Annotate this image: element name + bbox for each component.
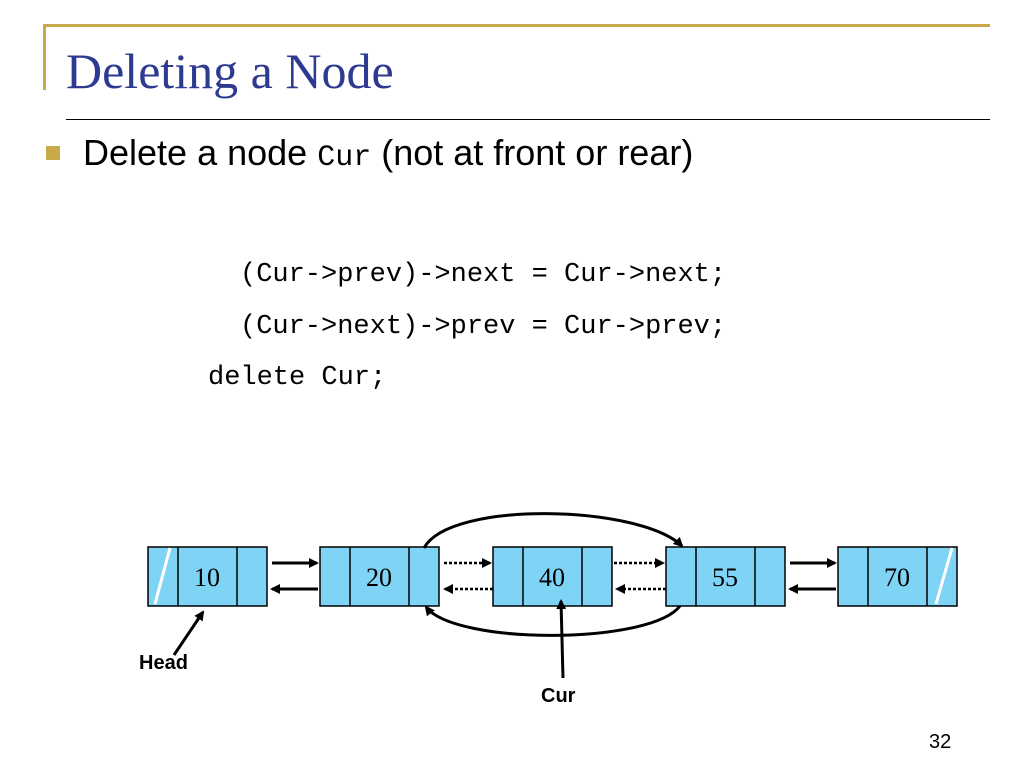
node-value: 70 (884, 563, 910, 592)
slide-title: Deleting a Node (66, 43, 394, 99)
bullet-text: Delete a node Cur (not at front or rear) (83, 131, 693, 176)
null-next-slash (934, 547, 954, 605)
cur-label: Cur (541, 685, 576, 707)
code-line-2: (Cur->next)->prev = Cur->prev; (240, 312, 727, 342)
title-rule (66, 119, 990, 120)
cur-pointer-arrow (556, 599, 567, 679)
bullet-suffix: (not at front or rear) (371, 132, 694, 173)
node-55-box (665, 546, 786, 607)
head-label: Head (139, 652, 188, 674)
bullet-square-icon (46, 146, 60, 160)
code-line-1: (Cur->prev)->next = Cur->next; (240, 260, 727, 290)
node-10: 10 (147, 546, 268, 607)
bullet-prefix: Delete a node (83, 132, 318, 173)
page-number: 32 (929, 731, 951, 753)
new-next-arc-20-55 (422, 512, 684, 549)
node-40-box (492, 546, 613, 607)
node-20: 20 (319, 546, 440, 607)
bullet-code: Cur (317, 141, 372, 175)
node-20-box (319, 546, 440, 607)
node-70: 70 (837, 546, 958, 607)
code-line-3: delete Cur; (208, 363, 387, 393)
frame-top-accent (43, 24, 990, 27)
null-prev-slash (153, 547, 172, 605)
node-value: 20 (366, 563, 392, 592)
node-40: 40 (492, 546, 613, 607)
new-prev-arc-55-20 (424, 605, 682, 637)
node-value: 40 (539, 563, 565, 592)
node-value: 10 (194, 563, 220, 592)
head-pointer-arrow (172, 610, 205, 656)
node-55: 55 (665, 546, 786, 607)
frame-left-accent (43, 24, 46, 90)
node-value: 55 (712, 563, 738, 592)
